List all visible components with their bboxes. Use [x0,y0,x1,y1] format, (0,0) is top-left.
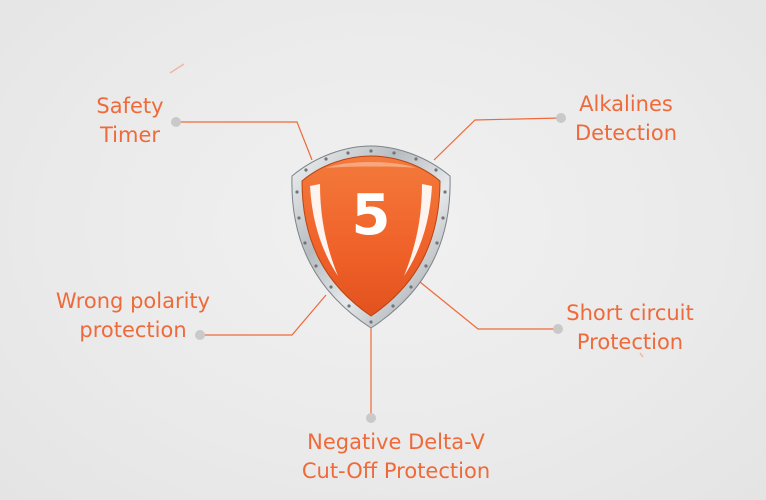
connector-safety-timer [176,121,313,161]
feature-label-line2: Protection [576,330,684,354]
feature-label-line1: Safety [96,94,164,118]
feature-label-line1: Negative Delta-V [307,430,485,454]
feature-label-line1: Wrong polarity [55,289,211,313]
feature-negative-delta-v: Negative Delta-V Cut-Off Protection [283,428,509,486]
dot-wrong-polarity [195,330,205,340]
feature-label-line2: Timer [99,123,161,147]
feature-label-line2: protection [79,318,187,342]
connector-short-circuit [419,281,558,330]
feature-short-circuit: Short circuit Protection [556,299,704,357]
dot-negative-delta-v [366,413,376,423]
shield-badge: 5 [286,142,456,332]
connector-alkalines [433,117,562,161]
dot-safety-timer [171,117,181,127]
shield-number: 5 [351,183,391,248]
feature-label-line1: Alkalines [579,92,673,116]
feature-alkalines-detection: Alkalines Detection [560,90,692,148]
feature-safety-timer: Safety Timer [82,92,178,150]
dot-alkalines [556,113,566,123]
feature-wrong-polarity: Wrong polarity protection [40,287,226,345]
feature-label-line1: Short circuit [566,301,694,325]
shield-icon [291,145,451,329]
feature-label-line2: Cut-Off Protection [301,459,491,483]
connector-wrong-polarity [200,294,327,336]
dot-short-circuit [553,324,563,334]
feature-label-line2: Detection [574,121,678,145]
